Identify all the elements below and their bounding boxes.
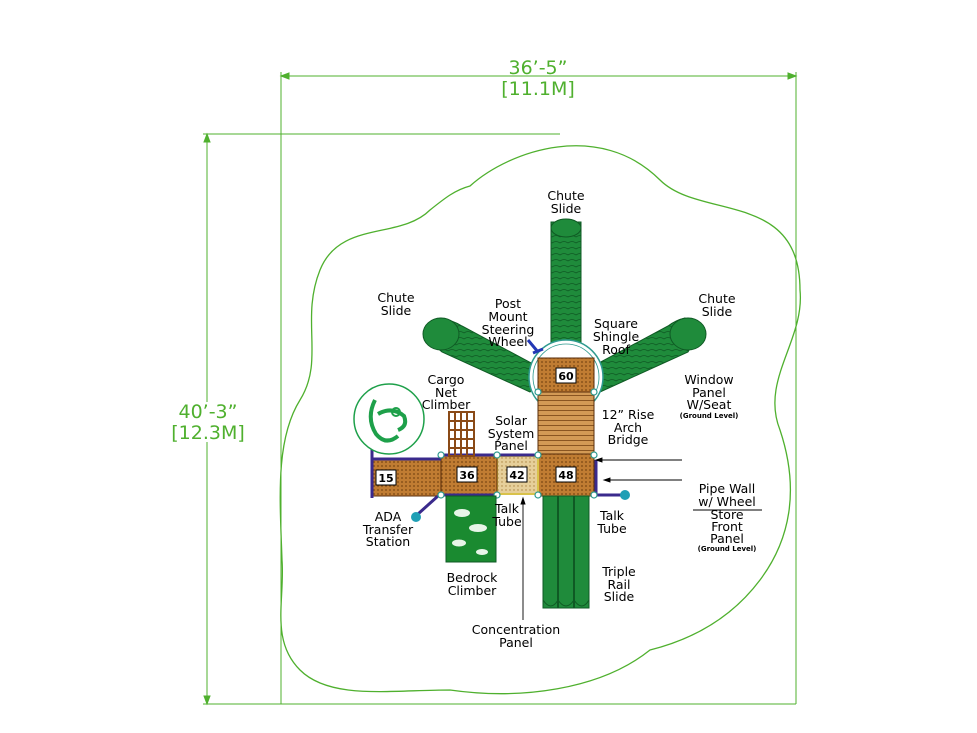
label-cargo-net: Cargo Net Climber (422, 372, 471, 412)
svg-text:Solar: Solar (495, 413, 528, 428)
svg-text:48: 48 (558, 469, 573, 482)
svg-text:Station: Station (366, 534, 410, 549)
deck-number-48: 48 (555, 466, 577, 483)
svg-text:Slide: Slide (551, 201, 582, 216)
bedrock-climber (445, 495, 497, 563)
svg-text:Bridge: Bridge (608, 432, 649, 447)
steering-wheel-icon (526, 339, 544, 355)
svg-text:Concentration: Concentration (472, 622, 560, 637)
label-bedrock-climber: Bedrock Climber (447, 570, 499, 598)
svg-text:42: 42 (509, 469, 524, 482)
svg-text:Panel: Panel (494, 438, 528, 453)
svg-text:Store: Store (710, 507, 743, 522)
cargo-net-climber (448, 411, 475, 457)
svg-text:Chute: Chute (377, 290, 414, 305)
svg-text:Net: Net (435, 385, 457, 400)
label-solar-panel: Solar System Panel (488, 413, 535, 453)
svg-text:Arch: Arch (614, 420, 642, 435)
label-roof: Square Shingle Roof (593, 316, 640, 357)
left-chute-slide (422, 317, 549, 393)
label-pipe-wall: Pipe Wall w/ Wheel Store Front Panel (Gr… (698, 481, 757, 553)
label-arch-bridge: 12” Rise Arch Bridge (602, 407, 655, 447)
width-ft-label: 36’-5” (508, 57, 567, 79)
label-chute-slide-right: Chute Slide (698, 291, 735, 319)
label-steering-wheel: Post Mount Steering Wheel (482, 296, 535, 349)
svg-text:(Ground Level): (Ground Level) (698, 545, 757, 553)
svg-text:12” Rise: 12” Rise (602, 407, 655, 422)
label-chute-slide-top: Chute Slide (547, 188, 584, 216)
triple-rail-slide (542, 495, 590, 609)
label-ada-transfer: ADA Transfer Station (362, 509, 414, 549)
deck-number-60: 60 (555, 367, 577, 384)
svg-text:Climber: Climber (422, 397, 471, 412)
svg-text:Climber: Climber (448, 583, 497, 598)
svg-text:Panel: Panel (692, 385, 726, 400)
svg-text:Panel: Panel (499, 635, 533, 650)
deck-number-36: 36 (456, 466, 478, 483)
svg-text:Talk: Talk (599, 508, 625, 523)
label-talk-tube-left: Talk Tube (491, 501, 522, 529)
svg-text:System: System (488, 426, 535, 441)
label-concentration-panel: Concentration Panel (472, 622, 560, 650)
height-label-bg (168, 402, 248, 442)
svg-text:Mount: Mount (488, 309, 527, 324)
svg-text:Slide: Slide (702, 304, 733, 319)
svg-text:W/Seat: W/Seat (687, 397, 732, 412)
label-talk-tube-right: Talk Tube (596, 508, 627, 536)
use-zone-outline (279, 145, 801, 695)
talk-tube-right-end (620, 490, 630, 500)
svg-text:Cargo: Cargo (428, 372, 465, 387)
svg-text:Roof: Roof (602, 342, 630, 357)
svg-text:Triple: Triple (601, 564, 636, 579)
height-ft-label: 40’-3” (178, 401, 237, 423)
svg-text:Pipe Wall: Pipe Wall (699, 481, 756, 496)
svg-text:36: 36 (459, 469, 475, 482)
svg-text:Panel: Panel (710, 531, 744, 546)
svg-text:Chute: Chute (547, 188, 584, 203)
svg-text:Tube: Tube (596, 521, 627, 536)
width-m-label: [11.1M] (501, 78, 575, 100)
label-window-panel: Window Panel W/Seat (Ground Level) (680, 372, 739, 420)
height-m-label: [12.3M] (171, 422, 245, 444)
svg-text:Slide: Slide (381, 303, 412, 318)
label-chute-slide-left: Chute Slide (377, 290, 414, 318)
height-dimension (203, 132, 796, 706)
frame-rails (370, 446, 622, 516)
leader-lines (520, 457, 762, 620)
svg-text:Tube: Tube (491, 514, 522, 529)
svg-text:Steering: Steering (482, 322, 535, 337)
svg-text:w/ Wheel: w/ Wheel (698, 494, 756, 509)
svg-text:Transfer: Transfer (362, 522, 414, 537)
svg-text:(Ground Level): (Ground Level) (680, 412, 739, 420)
svg-text:15: 15 (378, 472, 393, 485)
svg-text:Window: Window (684, 372, 733, 387)
playground-logo-icon (353, 383, 425, 455)
deck-number-15: 15 (375, 469, 397, 486)
posts (437, 388, 598, 499)
svg-text:Shingle: Shingle (593, 329, 640, 344)
top-chute-slide (550, 218, 582, 363)
svg-text:Post: Post (495, 296, 521, 311)
svg-text:Talk: Talk (494, 501, 520, 516)
svg-text:Rail: Rail (607, 577, 630, 592)
talk-tube-left-end (411, 512, 421, 522)
svg-text:60: 60 (558, 370, 574, 383)
svg-text:ADA: ADA (375, 509, 402, 524)
arch-bridge (537, 391, 595, 455)
label-triple-rail-slide: Triple Rail Slide (601, 564, 636, 604)
deck-number-42: 42 (506, 466, 528, 483)
svg-text:Chute: Chute (698, 291, 735, 306)
svg-text:Slide: Slide (604, 589, 635, 604)
svg-text:Square: Square (594, 316, 638, 331)
svg-text:Front: Front (711, 519, 743, 534)
svg-text:Bedrock: Bedrock (447, 570, 499, 585)
svg-text:Wheel: Wheel (488, 334, 527, 349)
